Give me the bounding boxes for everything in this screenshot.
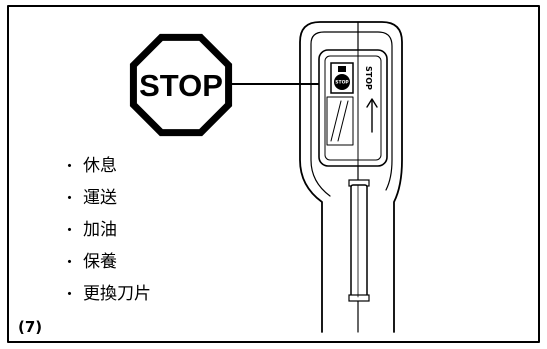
list-item: 加油 [83,220,117,240]
switch-panel-inner [324,55,382,161]
figure-frame [7,5,540,343]
stop-sign: STOP [129,33,233,137]
stop-sign-octagon [129,33,233,137]
up-arrow-icon [366,98,378,133]
slider-icon [326,96,354,146]
throttle-lever [348,179,370,302]
switch-stop-label: STOP [364,66,373,90]
stop-switch-tab [338,66,346,72]
stop-symbol-text: STOP [335,80,349,86]
handle-outline [299,21,403,333]
stop-symbol-icon [334,74,350,90]
list-bullet: ・ [62,221,77,239]
list-item: 休息 [83,156,117,176]
list-bullet: ・ [62,285,77,303]
list-bullet: ・ [62,157,77,175]
switch-panel: STOP STOP [318,49,388,167]
situation-list: ・ 休息 ・ 運送 ・ 加油 ・ 保養 ・ 更換刀片 [62,156,151,304]
list-item: 運送 [83,188,117,208]
list-bullet: ・ [62,253,77,271]
list-bullet: ・ [62,189,77,207]
stop-sign-text: STOP [139,68,223,103]
handle-inner-contour [310,31,393,197]
list-item: 保養 [83,252,117,272]
list-item: 更換刀片 [83,284,151,304]
figure-label: (7) [18,318,42,336]
